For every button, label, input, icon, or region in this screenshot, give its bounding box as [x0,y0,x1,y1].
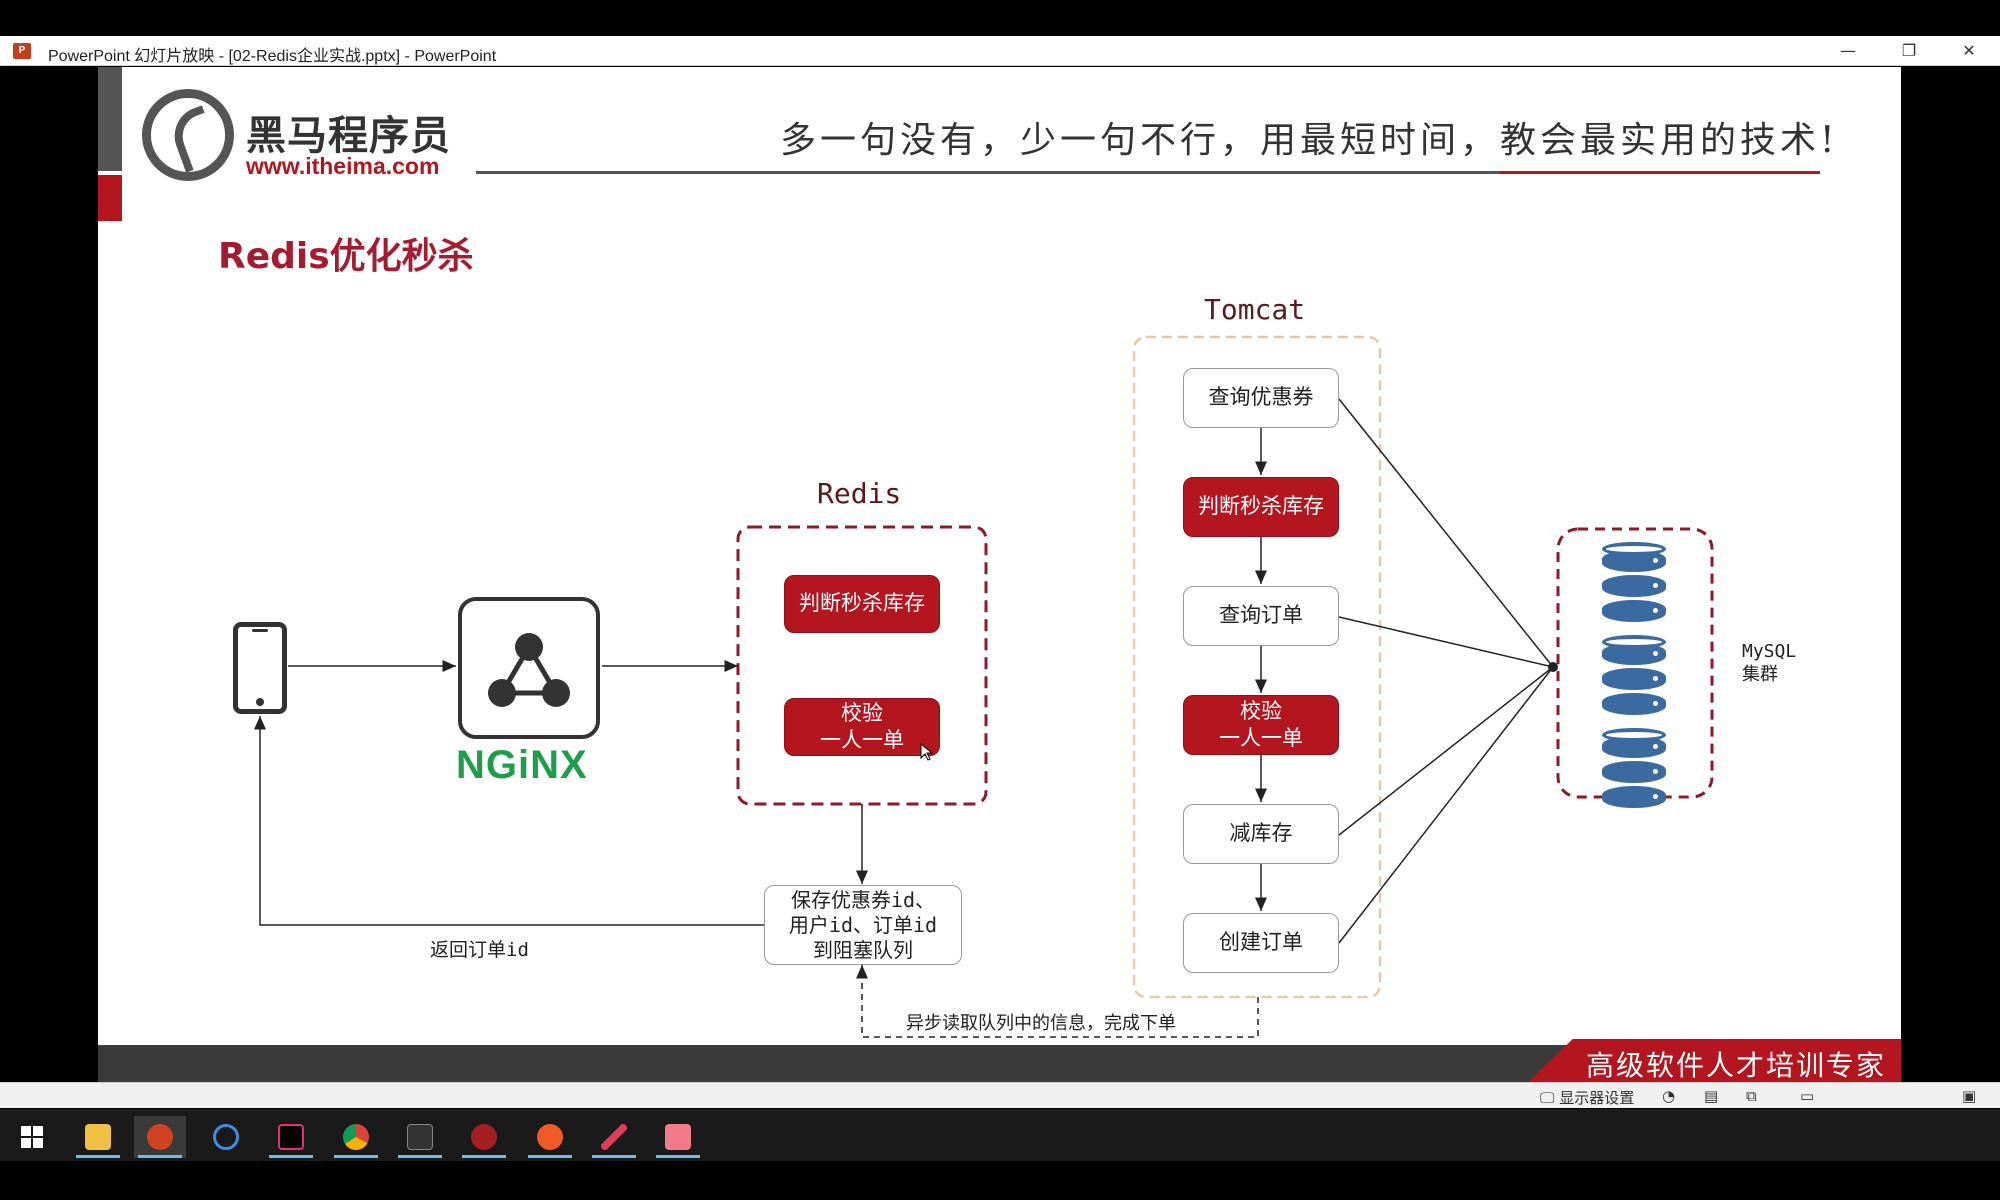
slogan: 多一句没有，少一句不行，用最短时间，教会最实用的技术! [780,120,1839,161]
blocking-queue-box: 保存优惠券id、 用户id、订单id 到阻塞队列 [764,885,962,965]
taskbar-terminal[interactable] [394,1116,446,1158]
return-order-id-label: 返回订单id [430,939,529,961]
monitor-icon: 🖵 [1540,1089,1555,1107]
slide[interactable]: 黑马程序员 www.itheima.com 多一句没有，少一句不行，用最短时间，… [98,67,1901,1082]
brand-name: 黑马程序员 [246,113,451,159]
arrow-return-order-id [254,716,764,926]
blue-circle-app-icon [213,1124,239,1150]
redis-desktop-icon [471,1124,497,1150]
clock-icon[interactable]: ◔ [1662,1087,1676,1105]
tomcat-verify-line2: 一人一单 [1219,726,1303,750]
close-button[interactable]: ✕ [1962,41,1976,60]
redis-verify-line2: 一人一单 [820,728,904,752]
tomcat-query-order-text: 查询订单 [1219,603,1303,628]
tomcat-create-order-box: 创建订单 [1183,913,1339,973]
taskbar-intellij[interactable] [265,1116,317,1158]
tomcat-create-order-text: 创建订单 [1219,930,1303,955]
queue-line1: 保存优惠券id、 [790,887,936,912]
postman-icon [537,1124,563,1150]
powerpoint-status-bar: 🖵 显示器设置 ◔ ▤ ⧉ ▭ ▣ [0,1082,2000,1108]
line-query-order-to-mysql [1338,616,1554,668]
tomcat-query-coupon-box: 查询优惠券 [1183,368,1339,428]
footer-slogan: 高级软件人才培训专家 [1586,1049,1887,1082]
tomcat-query-coupon-text: 查询优惠券 [1208,385,1314,410]
window-title: PowerPoint 幻灯片放映 - [02-Redis企业实战.pptx] -… [48,48,497,65]
tomcat-reduce-stock-box: 减库存 [1183,804,1339,864]
display-settings-button[interactable]: 🖵 显示器设置 [1540,1087,1634,1108]
powerpoint-app-icon: P [13,43,31,59]
nginx-icon [458,597,600,739]
brand-url: www.itheima.com [246,153,440,179]
line-create-order-to-mysql [1338,666,1554,944]
taskbar-file-explorer[interactable] [72,1116,124,1158]
pen-icon [601,1124,627,1150]
taskbar-redis-desktop[interactable] [458,1116,510,1158]
redis-verify-line1: 校验 [841,700,883,725]
window-title-bar: P PowerPoint 幻灯片放映 - [02-Redis企业实战.pptx]… [0,36,2000,66]
nginx-graph-icon [488,633,570,707]
queue-line3: 到阻塞队列 [813,937,913,962]
slide-title: Redis优化秒杀 [218,236,474,277]
database-icon-3 [1602,728,1666,811]
taskbar-editor[interactable] [588,1116,640,1158]
footer-accent [1528,1039,1901,1082]
reading-view-icon[interactable]: ▭ [1800,1087,1815,1105]
tomcat-verify-box: 校验 一人一单 [1183,695,1339,755]
redis-check-stock-box: 判断秒杀库存 [784,575,940,633]
taskbar-powerpoint[interactable] [134,1116,186,1158]
taskbar-chrome[interactable] [330,1116,382,1158]
queue-line2: 用户id、订单id [788,912,938,937]
mobile-phone-icon [233,622,287,714]
redis-container [736,525,988,806]
windows-taskbar [0,1109,2000,1161]
mysql-label-line1: MySQL [1742,641,1797,662]
intellij-icon [278,1124,304,1150]
mouse-cursor-icon [920,743,934,761]
pink-app-icon [665,1124,691,1150]
tomcat-verify-line1: 校验 [1240,698,1282,723]
mysql-label-line2: 集群 [1742,663,1778,685]
windows-start-button[interactable] [6,1116,58,1158]
terminal-icon [407,1124,433,1150]
database-icon-2 [1602,635,1666,718]
windows-logo-icon [21,1126,43,1148]
display-settings-label: 显示器设置 [1559,1089,1635,1107]
maximize-button[interactable]: ❐ [1901,41,1917,60]
folder-icon [85,1124,111,1150]
chrome-icon [343,1124,369,1150]
line-reduce-stock-to-mysql [1338,666,1554,836]
tomcat-reduce-stock-text: 减库存 [1229,821,1293,846]
taskbar-postman[interactable] [524,1116,576,1158]
taskbar-app-pink[interactable] [652,1116,704,1158]
redis-check-stock-text: 判断秒杀库存 [799,591,925,616]
async-read-label: 异步读取队列中的信息，完成下单 [906,1013,1176,1034]
tomcat-container [1132,335,1382,999]
header-accent-red [98,175,122,221]
tomcat-check-stock-text: 判断秒杀库存 [1198,494,1324,519]
horse-logo-icon [142,89,234,181]
line-query-coupon-to-mysql [1338,398,1554,668]
redis-verify-box: 校验 一人一单 [784,698,940,756]
normal-view-icon[interactable]: ▤ [1704,1087,1719,1105]
header-accent-gray [98,67,122,171]
redis-label: Redis [817,477,902,510]
nginx-label: NGiNX [456,743,588,787]
taskbar-app-circle[interactable] [200,1116,252,1158]
database-icon-1 [1602,542,1666,625]
slogan-underline-accent [1500,171,1820,174]
tomcat-query-order-box: 查询订单 [1183,586,1339,646]
mysql-cluster-label: MySQL 集群 [1742,641,1796,686]
slideshow-view-icon[interactable]: ▣ [1962,1087,1977,1105]
powerpoint-icon [147,1124,173,1150]
tomcat-label: Tomcat [1204,293,1306,326]
mysql-join-point [1548,662,1558,672]
tomcat-check-stock-box: 判断秒杀库存 [1183,477,1339,537]
minimize-button[interactable]: — [1840,41,1856,60]
slogan-underline [476,171,1820,174]
slide-sorter-icon[interactable]: ⧉ [1746,1087,1757,1105]
